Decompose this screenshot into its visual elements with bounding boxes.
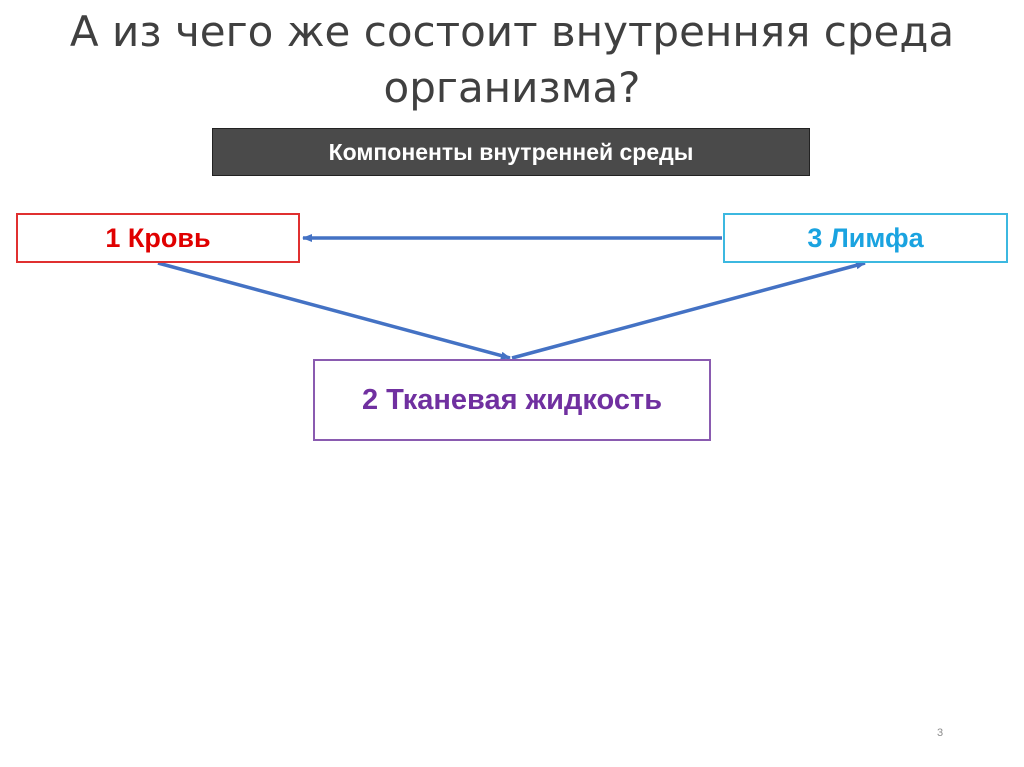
node-lymph: 3 Лимфа	[723, 213, 1008, 263]
slide-title-line2: организма?	[383, 63, 641, 112]
node-tissue-fluid-label: 2 Тканевая жидкость	[361, 383, 663, 416]
node-lymph-label: 3 Лимфа	[807, 222, 924, 253]
slide-title: А из чего же состоит внутренняя среда ор…	[0, 4, 1024, 116]
node-blood: 1 Кровь	[16, 213, 300, 263]
node-blood-label: 1 Кровь	[105, 222, 211, 253]
page-number: 3	[936, 727, 944, 739]
arrow-tissue-fluid-to-lymph	[511, 261, 866, 360]
node-tissue-fluid: 2 Тканевая жидкость	[313, 359, 711, 441]
arrow-blood-to-tissue-fluid	[157, 261, 511, 360]
slide-title-line1: А из чего же состоит внутренняя среда	[69, 7, 955, 56]
components-header-box: Компоненты внутренней среды	[212, 128, 810, 176]
components-header-label: Компоненты внутренней среды	[328, 138, 694, 165]
